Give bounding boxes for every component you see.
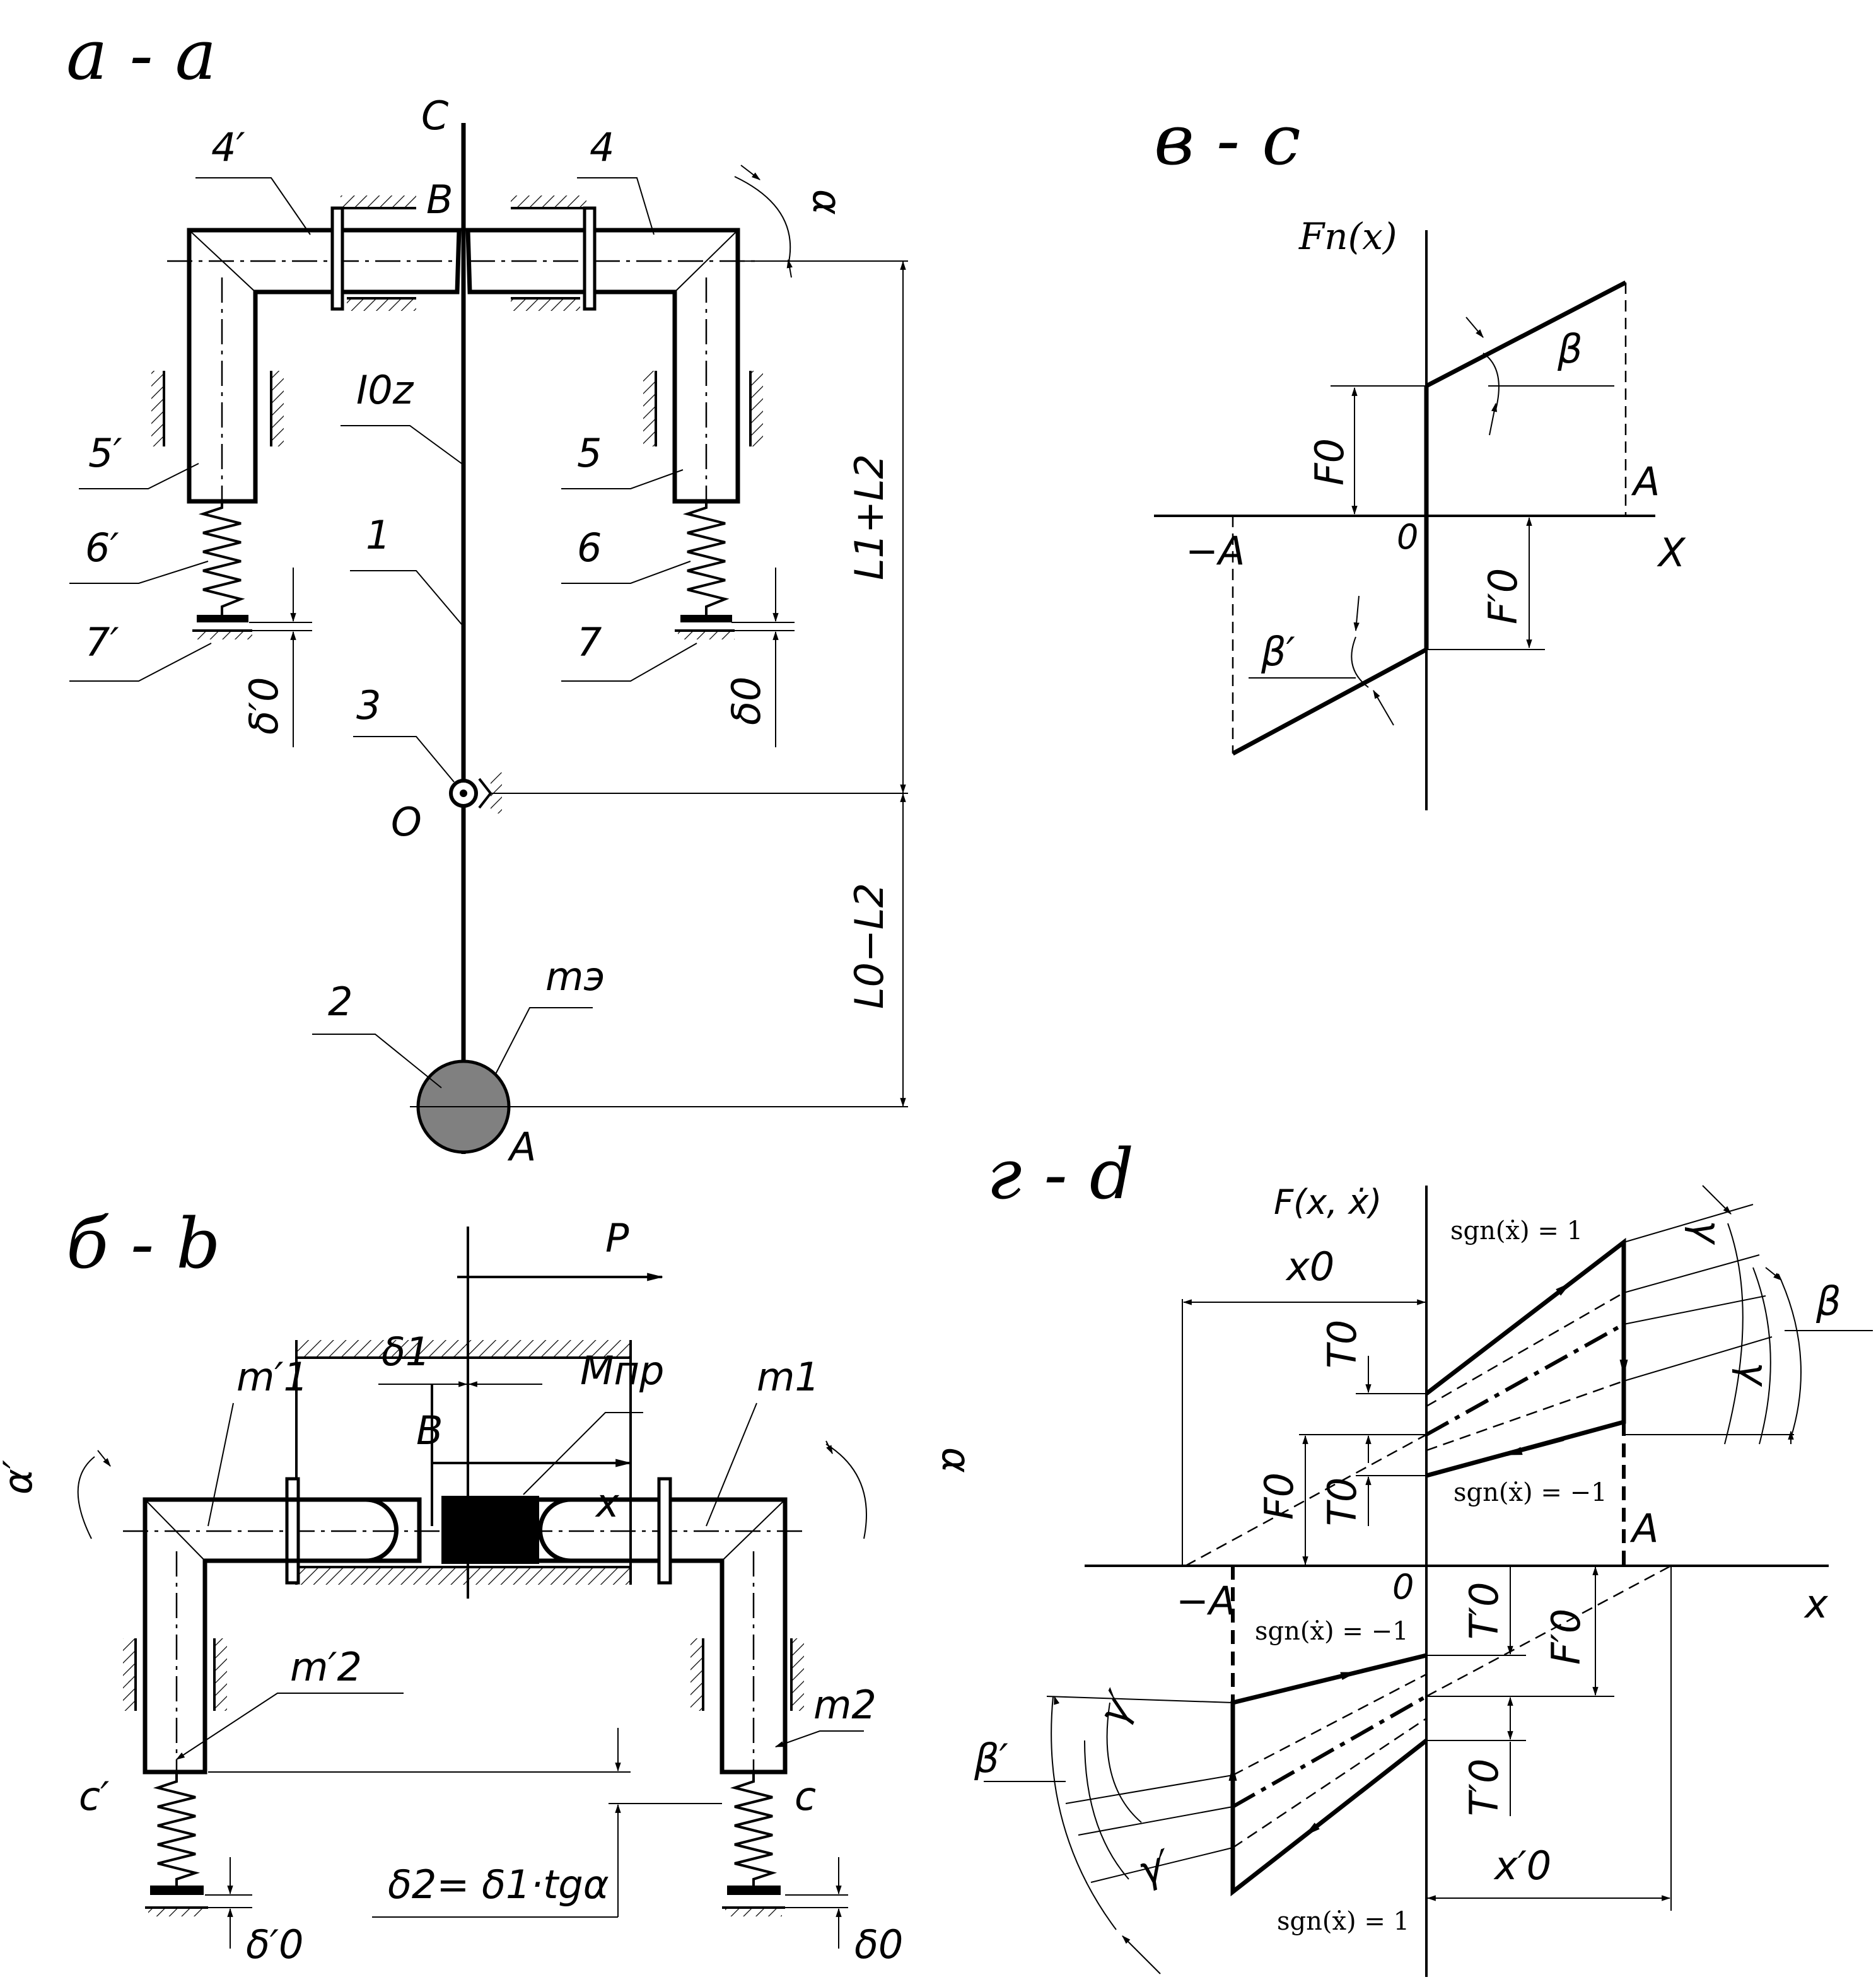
c-upper-branch [1425,280,1627,388]
panel-c: в - c Fn(x) F0 F′0 A −A 0 X β β′ [1154,100,1686,810]
b-label-delta1: δ1 [382,1329,430,1375]
b-right-arm [508,1497,788,1775]
b-label-alpha: α [933,1447,979,1473]
label-delta0-a: δ0 [723,677,769,725]
b-label-m2: m2 [813,1682,877,1728]
b-label-delta0: δ0 [854,1921,903,1967]
d-label-sgnm1-top: sgn(ẋ) = −1 [1454,1478,1607,1507]
panel-a-title: а - а [66,15,216,95]
label-alpha: α [804,189,850,215]
b-right-spring [730,1772,778,1886]
b-label-x: x [595,1480,620,1526]
central-block-Mpr [441,1496,539,1564]
d-label-O: 0 [1392,1567,1414,1607]
label-I0z: I0z [356,367,414,413]
d-label-F0p: F′0 [1543,1609,1589,1665]
b-left-arm [143,1497,422,1775]
right-spring-plate [680,615,732,622]
d-label-gammap-bot: γ′ [1132,1840,1178,1894]
c-label-O: 0 [1397,517,1418,557]
label-3: 3 [356,682,381,728]
c-label-F0: F0 [1307,438,1353,486]
c-lower-branch [1232,647,1428,756]
c-label-betap: β′ [1261,629,1295,675]
label-4prime: 4′ [211,124,245,170]
b-label-cp: c′ [79,1773,109,1819]
d-label-T0p-lower: T′0 [1461,1759,1507,1816]
label-4: 4 [590,124,614,170]
left-spring-plate [197,615,248,622]
d-label-T0p-upper: T′0 [1461,1582,1507,1640]
b-label-P: P [605,1215,629,1261]
label-6: 6 [577,525,602,571]
label-delta0p-a: δ′0 [241,677,287,735]
d-lower-loop [1230,1653,1428,1897]
d-label-x0: x0 [1285,1244,1334,1290]
label-A: A [507,1124,536,1170]
label-5prime: 5′ [88,430,122,476]
d-label-T0-lower: T0 [1319,1478,1365,1526]
label-2: 2 [328,979,352,1025]
c-label-F0p: F′0 [1480,568,1526,624]
panel-c-title: в - c [1154,100,1301,180]
d-upper-loop [1424,1237,1626,1478]
d-label-gamma-mid: γ [1731,1362,1777,1387]
label-6prime: 6′ [85,525,119,571]
label-C: C [421,93,449,139]
b-label-delta2: δ2= δ1·tgα [388,1862,609,1908]
d-y-label: F(x, ẋ) [1274,1182,1382,1222]
b-label-m2p: m′2 [290,1644,362,1690]
dim-L1L2: L1+L2 [846,454,892,580]
d-label-x0p: x′0 [1493,1843,1551,1889]
label-7prime: 7′ [85,619,119,665]
b-label-m1p: m′1 [236,1354,308,1400]
label-5: 5 [577,430,602,476]
b-label-B: B [416,1408,443,1454]
d-label-mA: −A [1176,1578,1235,1624]
b-label-Mpr: Mпр [580,1348,664,1394]
b-label-c: c [795,1773,816,1819]
panel-b: б - b P x B [0,1203,979,1967]
c-label-mA: −A [1186,528,1245,574]
d-label-x: x [1803,1581,1829,1627]
left-arm [151,195,462,504]
b-label-m1: m1 [757,1354,820,1400]
c-label-X: X [1657,530,1686,576]
b-label-delta0p: δ′0 [246,1921,303,1967]
c-label-beta: β [1557,326,1583,372]
left-spring [198,501,245,615]
label-B: B [426,177,453,223]
d-label-gammap-top: γ′ [1089,1683,1145,1732]
c-y-label: Fn(x) [1298,215,1397,258]
d-label-gamma-top: γ [1684,1220,1730,1245]
d-label-beta: β [1815,1278,1841,1324]
label-7: 7 [577,619,602,665]
right-spring [682,501,730,615]
panel-d: г - d F(x, ẋ) x0 x′0 [974,1134,1873,1977]
label-me: mэ [545,953,605,1000]
dim-L0L2: L0−L2 [846,883,892,1009]
label-O: O [391,799,422,845]
b-label-alphap: α′ [0,1460,41,1495]
panel-a: а - а C B [66,15,908,1170]
d-label-sgn1-bot: sgn(ẋ) = 1 [1277,1907,1409,1936]
panel-d-title: г - d [987,1134,1134,1215]
d-label-T0-upper: T0 [1319,1320,1365,1368]
b-left-spring [153,1772,201,1886]
c-label-A: A [1631,458,1660,504]
d-label-betap: β′ [974,1735,1008,1781]
d-label-sgnm1-bot: sgn(ẋ) = −1 [1255,1617,1409,1646]
d-label-F0: F0 [1256,1472,1302,1520]
right-arm [465,195,763,504]
d-label-A: A [1629,1505,1658,1551]
d-label-sgn1-top: sgn(ẋ) = 1 [1450,1216,1583,1245]
label-1: 1 [366,512,390,558]
panel-b-title: б - b [66,1203,221,1284]
